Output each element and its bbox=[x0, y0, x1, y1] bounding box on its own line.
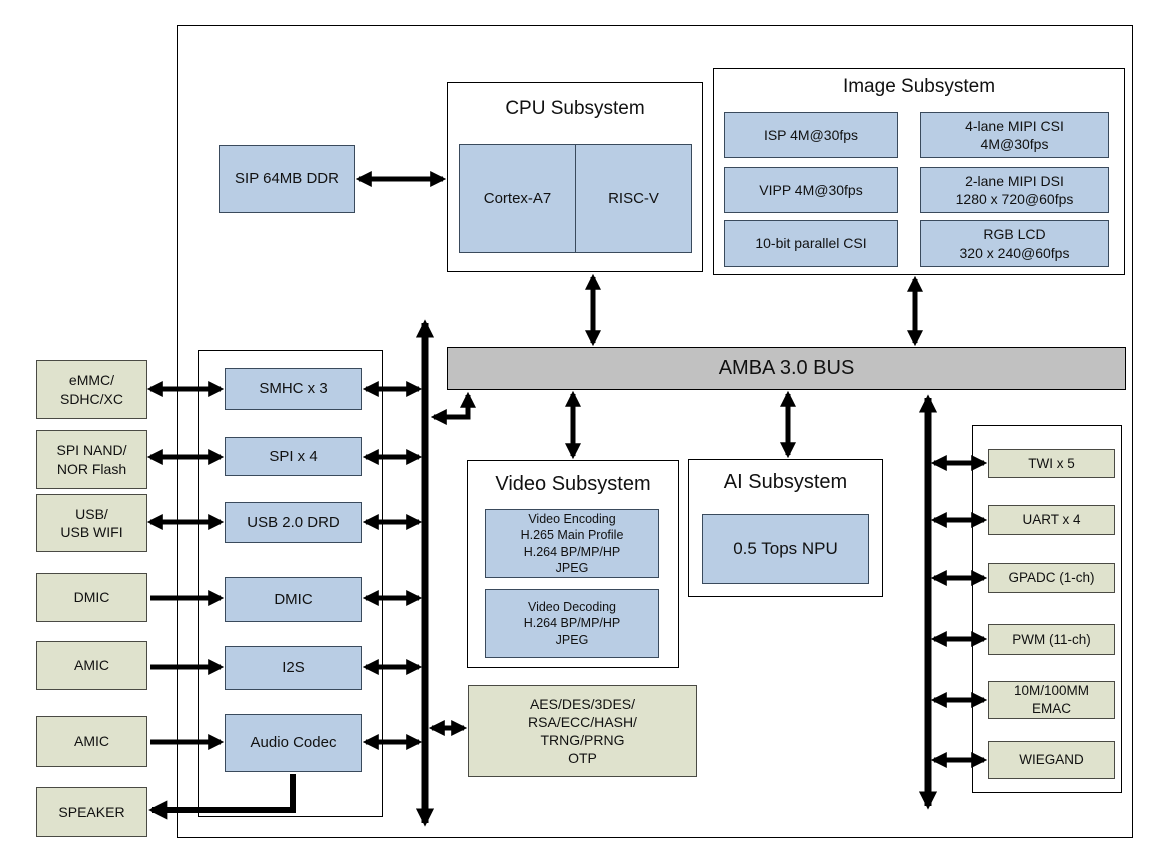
video-decoding-block: Video Decoding H.264 BP/MP/HP JPEG bbox=[485, 589, 659, 658]
usb-wifi-block: USB/ USB WIFI bbox=[36, 494, 147, 552]
cpu-subsystem-title: CPU Subsystem bbox=[505, 98, 645, 119]
twi-block: TWI x 5 bbox=[988, 449, 1115, 478]
amba-bus: AMBA 3.0 BUS bbox=[447, 347, 1126, 390]
ai-subsystem: AI Subsystem 0.5 Tops NPU bbox=[688, 459, 883, 597]
speaker-io-block: SPEAKER bbox=[36, 787, 147, 837]
uart-block: UART x 4 bbox=[988, 505, 1115, 535]
cpu-core-cortex-a7: Cortex-A7 bbox=[459, 144, 576, 253]
usb-drd-block: USB 2.0 DRD bbox=[225, 502, 362, 543]
cpu-subsystem: CPU Subsystem Cortex-A7 RISC-V bbox=[447, 82, 703, 272]
mipi-dsi-block: 2-lane MIPI DSI 1280 x 720@60fps bbox=[920, 167, 1109, 213]
image-subsystem-title: Image Subsystem bbox=[842, 76, 996, 97]
spi-nand-nor-block: SPI NAND/ NOR Flash bbox=[36, 430, 147, 489]
sip-ddr-block: SIP 64MB DDR bbox=[219, 145, 355, 213]
smhc-block: SMHC x 3 bbox=[225, 368, 362, 410]
isp-block: ISP 4M@30fps bbox=[724, 112, 898, 158]
image-subsystem: Image Subsystem ISP 4M@30fps VIPP 4M@30f… bbox=[713, 68, 1125, 275]
rgb-lcd-block: RGB LCD 320 x 240@60fps bbox=[920, 220, 1109, 267]
amic1-io-block: AMIC bbox=[36, 641, 147, 690]
video-subsystem: Video Subsystem Video Encoding H.265 Mai… bbox=[467, 460, 679, 668]
parallel-csi-block: 10-bit parallel CSI bbox=[724, 220, 898, 267]
cpu-core-risc-v: RISC-V bbox=[576, 144, 692, 253]
pwm-block: PWM (11-ch) bbox=[988, 624, 1115, 655]
wiegand-block: WIEGAND bbox=[988, 741, 1115, 779]
npu-block: 0.5 Tops NPU bbox=[702, 514, 869, 584]
emmc-sdhc-block: eMMC/ SDHC/XC bbox=[36, 360, 147, 419]
crypto-block: AES/DES/3DES/ RSA/ECC/HASH/ TRNG/PRNG OT… bbox=[468, 685, 697, 777]
mipi-csi-block: 4-lane MIPI CSI 4M@30fps bbox=[920, 112, 1109, 158]
right-peripheral-container bbox=[972, 425, 1122, 793]
i2s-block: I2S bbox=[225, 646, 362, 690]
vipp-block: VIPP 4M@30fps bbox=[724, 167, 898, 213]
gpadc-block: GPADC (1-ch) bbox=[988, 563, 1115, 593]
emac-block: 10M/100MM EMAC bbox=[988, 681, 1115, 719]
video-subsystem-title: Video Subsystem bbox=[495, 473, 651, 495]
dmic-io-block: DMIC bbox=[36, 573, 147, 622]
ai-subsystem-title: AI Subsystem bbox=[723, 471, 848, 493]
spi-block: SPI x 4 bbox=[225, 437, 362, 476]
amic2-io-block: AMIC bbox=[36, 716, 147, 767]
video-encoding-block: Video Encoding H.265 Main Profile H.264 … bbox=[485, 509, 659, 578]
audio-codec-block: Audio Codec bbox=[225, 714, 362, 772]
dmic-ctrl-block: DMIC bbox=[225, 577, 362, 622]
